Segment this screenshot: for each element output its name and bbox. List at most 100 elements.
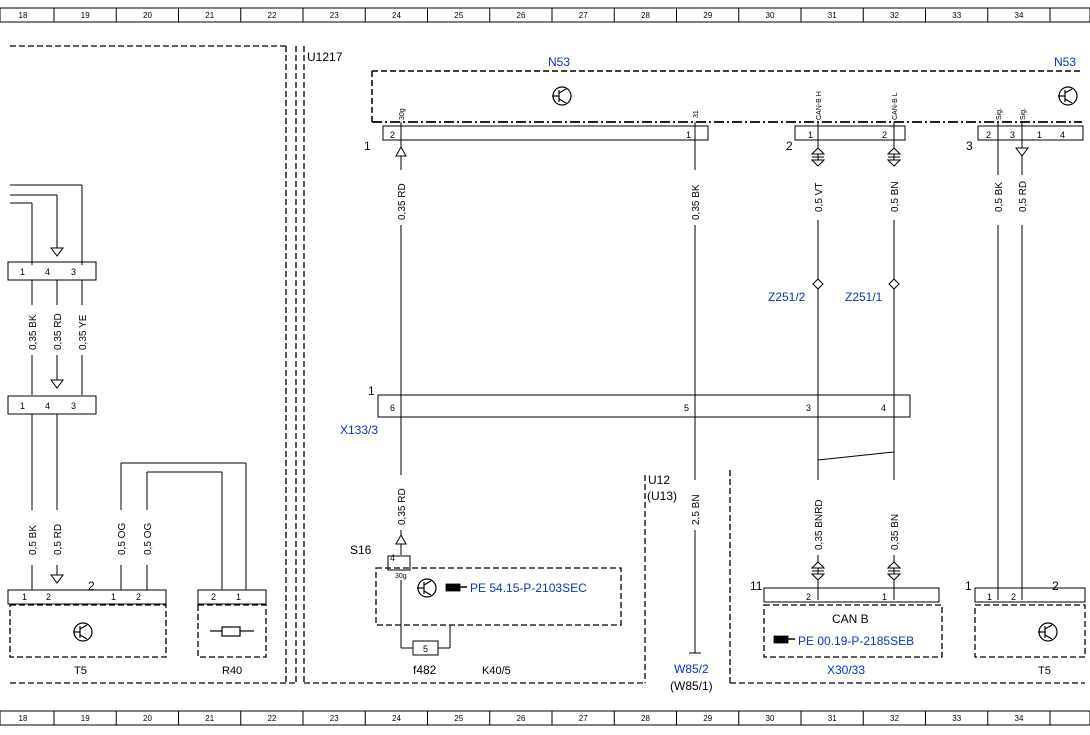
- grid-number: 23: [330, 11, 339, 20]
- grid-number: 31: [828, 11, 837, 20]
- pin-number: 2: [136, 592, 141, 602]
- k40-label: K40/5: [482, 665, 511, 677]
- grid-dividers: [53, 8, 1051, 725]
- grid-number: 26: [517, 11, 526, 20]
- pin-number: 1: [20, 401, 25, 411]
- reference-hand-icon-2: [773, 635, 795, 644]
- grid-number: 20: [143, 714, 152, 723]
- fuse-number: 5: [423, 644, 428, 654]
- pin-number: 2: [390, 130, 395, 140]
- connector-number: 1: [965, 579, 972, 593]
- pin-number: 2: [986, 130, 991, 140]
- k40-transistor-icon: [417, 578, 437, 598]
- w85-1-label: (W85/1): [670, 679, 713, 693]
- wire-label: 0,35 RD: [397, 183, 408, 220]
- x30-label: X30/33: [827, 663, 865, 677]
- pin-number: 6: [390, 403, 395, 413]
- grid-number: 24: [392, 714, 401, 723]
- can-reference-link[interactable]: PE 00.19-P-2185SEB: [798, 634, 914, 648]
- resistor-icon: [210, 626, 254, 637]
- pin-number: 2: [211, 592, 216, 602]
- grid-number: 29: [703, 714, 712, 723]
- pin-number: 4: [390, 553, 395, 563]
- left-modules: [9, 604, 267, 658]
- pin-label: 30g: [399, 108, 406, 120]
- pin-label: CAN-B L: [892, 92, 899, 120]
- grid-number: 19: [81, 11, 90, 20]
- grid-number: 18: [19, 11, 28, 20]
- pin-number: 4: [45, 267, 50, 277]
- reference-hand-icon: [445, 583, 467, 592]
- grid-number: 27: [579, 714, 588, 723]
- grid-number: 34: [1015, 714, 1024, 723]
- wire-labels: 0,35 RD 0,35 BK 0,5 VT 0,5 BN 0,5 BK 0,5…: [28, 181, 1029, 555]
- wire-label: 0,5 BK: [994, 182, 1005, 212]
- grid-number: 32: [890, 11, 899, 20]
- r40-label: R40: [222, 665, 242, 677]
- pin-number: 1: [1037, 130, 1042, 140]
- pin-label: Sig.: [996, 108, 1003, 120]
- u12-label: U12: [648, 473, 670, 487]
- t5-left-label: T5: [74, 665, 87, 677]
- can-b-label: CAN B: [832, 612, 869, 626]
- pin-number: 2: [46, 592, 51, 602]
- pin-number: 1: [111, 592, 116, 602]
- connector-number: 3: [966, 139, 973, 153]
- n53-transistor-icon: [552, 86, 572, 106]
- grid-bottom: [0, 710, 1090, 726]
- grid-number: 19: [81, 714, 90, 723]
- t5-right-transistor-icon: [1038, 622, 1058, 642]
- wire-label: 0,35 BK: [28, 314, 39, 350]
- connector-number: 2: [786, 139, 793, 153]
- grid-number: 20: [143, 11, 152, 20]
- pin-number: 5: [684, 403, 689, 413]
- wire-label: 0,5 BN: [890, 181, 901, 212]
- u13-label: (U13): [647, 489, 677, 503]
- pin-number: 1: [686, 130, 691, 140]
- pin-number: 2: [806, 592, 811, 602]
- pin-label: Sig.: [1020, 108, 1027, 120]
- pin-number: 4: [45, 401, 50, 411]
- u1217-label: U1217: [307, 50, 343, 64]
- wire-label: 0,35 BK: [691, 184, 702, 220]
- pin-number: 1: [22, 592, 27, 602]
- grid-number: 22: [268, 714, 277, 723]
- pin-label: CAN-B H: [816, 91, 823, 120]
- pin-number: 2: [882, 130, 887, 140]
- wire-label: 0,5 BK: [28, 525, 39, 555]
- t5-right-label: T5: [1038, 665, 1051, 677]
- connector-number: 11: [750, 579, 763, 593]
- pin-number: 1: [987, 592, 992, 602]
- wire-label: 0,5 RD: [1018, 181, 1029, 212]
- grid-number: 32: [890, 714, 899, 723]
- pin-number: 1: [808, 130, 813, 140]
- t5-right-module: [974, 587, 1086, 658]
- grid-number: 18: [19, 714, 28, 723]
- s16-label: S16: [350, 543, 372, 557]
- grid-number: 30: [766, 11, 775, 20]
- pin-label: 30g: [395, 573, 407, 580]
- grid-number: 29: [703, 11, 712, 20]
- wire-label: 0,5 OG: [143, 523, 154, 555]
- n53-right-label: N53: [1054, 55, 1076, 69]
- grid-number: 31: [828, 714, 837, 723]
- wire-label: 0,35 BNRD: [814, 499, 825, 550]
- grid-number: 28: [641, 11, 650, 20]
- wire-label: 0,35 BN: [890, 514, 901, 550]
- wire-label: 2,5 BN: [691, 494, 702, 525]
- connector-number: 1: [368, 384, 375, 398]
- t5-left-transistor-icon: [73, 622, 93, 642]
- connector-symbols: [395, 145, 1029, 581]
- w85-2-label: W85/2: [674, 662, 709, 676]
- labels: U1217 N53 N53 X133/3 Z251/2 Z251/1 S16 P…: [74, 50, 1076, 693]
- grid-number: 34: [1015, 11, 1024, 20]
- z251-2-label: Z251/2: [768, 290, 806, 304]
- wire-label: 0,35 RD: [53, 313, 64, 350]
- pin-labels: 30g 31 CAN-B H CAN-B L Sig. Sig. 30g 2 1…: [20, 91, 1065, 602]
- n53-right-transistor-icon: [1058, 86, 1078, 106]
- pin-label: 31: [693, 110, 700, 118]
- wire-label: 0,35 RD: [397, 488, 408, 525]
- grid-number: 33: [952, 714, 961, 723]
- grid-number: 21: [205, 714, 214, 723]
- k40-reference-link[interactable]: PE 54.15-P-2103SEC: [470, 581, 587, 595]
